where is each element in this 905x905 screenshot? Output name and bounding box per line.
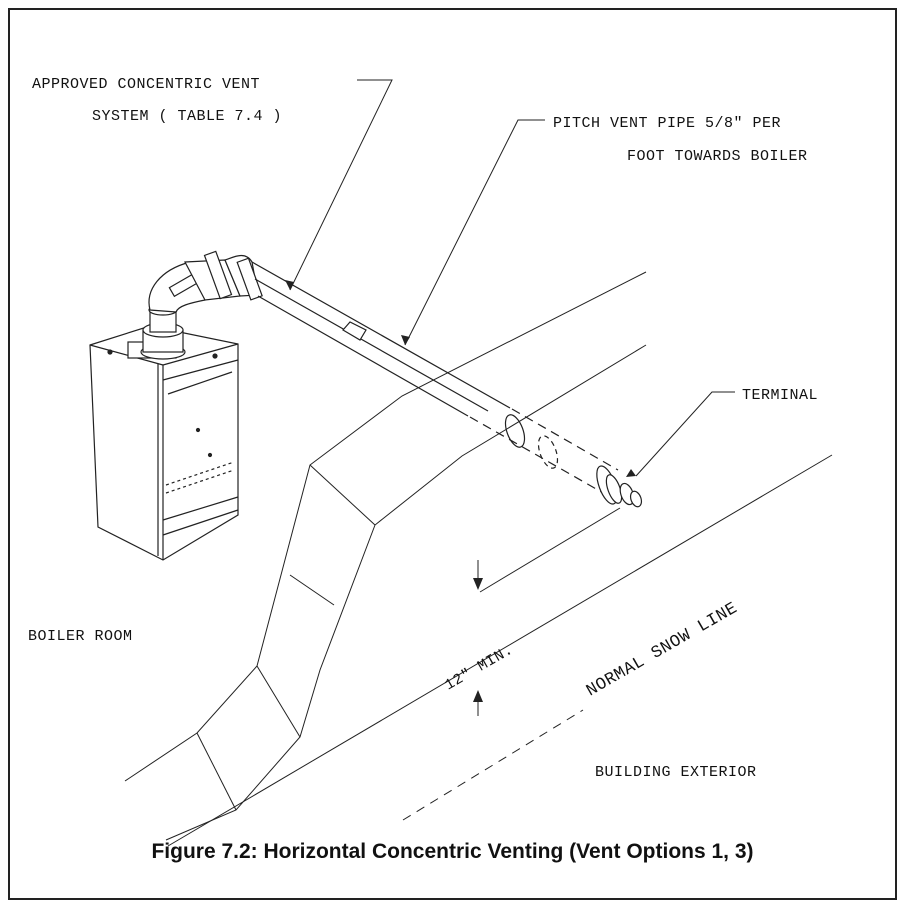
vent-system-label-line1: APPROVED CONCENTRIC VENT [32,76,260,93]
figure-caption: Figure 7.2: Horizontal Concentric Ventin… [151,840,754,863]
leader-lines [289,79,735,716]
pitch-label-line1: PITCH VENT PIPE 5/8" PER [553,115,781,132]
pitch-label-line2: FOOT TOWARDS BOILER [627,148,808,165]
wall-structure [124,271,833,847]
snow-line [402,709,584,821]
snow-line-label: NORMAL SNOW LINE [584,599,742,701]
frame-border [8,8,897,900]
min-clearance-label: 12" MIN. [442,642,516,695]
vent-pipe [251,261,643,508]
vent-system-label-line2: SYSTEM ( TABLE 7.4 ) [92,108,282,125]
boiler-room-label: BOILER ROOM [28,628,133,645]
building-exterior-label: BUILDING EXTERIOR [595,764,757,781]
terminal-label: TERMINAL [742,387,818,404]
arrowheads [285,280,636,702]
vent-elbow [148,250,263,313]
boiler-unit [89,304,239,561]
